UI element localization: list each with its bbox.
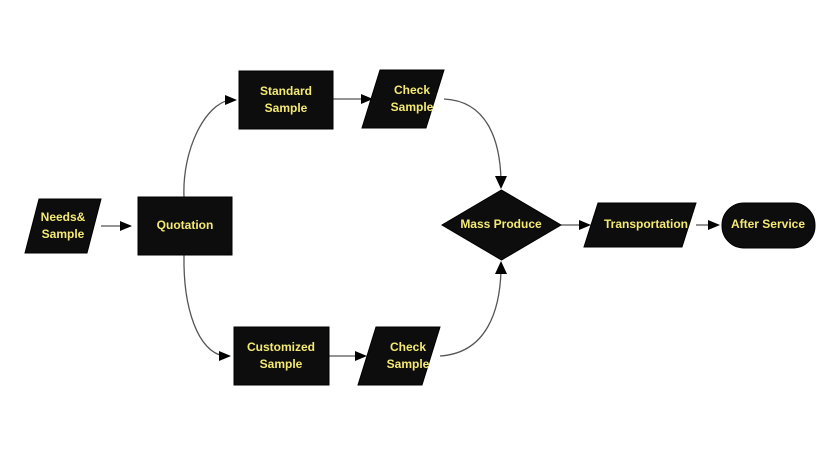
node-shape-diamond: [441, 189, 562, 261]
arrowhead-icon: [219, 351, 231, 361]
arrowhead-icon: [225, 95, 237, 105]
edge-path: [443, 98, 502, 181]
node-shape-parallelogram: [357, 326, 441, 386]
node-shape-parallelogram: [361, 69, 445, 129]
node-mass-produce[interactable]: Mass Produce: [441, 189, 562, 261]
edge-mass-produce-to-transport: [561, 220, 591, 230]
edge-check-top-to-mass-produce: [443, 98, 507, 189]
edge-quotation-to-customized: [183, 254, 231, 361]
arrowhead-icon: [495, 261, 507, 274]
node-shape-rectangle: [233, 326, 330, 386]
node-shape-rectangle: [137, 196, 233, 256]
node-shape-parallelogram: [583, 202, 697, 248]
arrowhead-icon: [579, 220, 591, 230]
node-needs-sample[interactable]: Needs&Sample: [24, 198, 102, 254]
node-shape-parallelogram: [24, 198, 102, 254]
edge-quotation-to-standard: [183, 95, 237, 198]
arrowhead-icon: [120, 221, 132, 231]
edge-transport-to-after-service: [696, 220, 720, 230]
arrowhead-icon: [361, 94, 373, 104]
edge-needs-to-quotation: [101, 221, 132, 231]
nodes-layer: Needs&SampleQuotationStandardSampleCheck…: [24, 69, 816, 386]
edge-path: [439, 269, 502, 357]
node-transportation[interactable]: Transportation: [583, 202, 697, 248]
edge-check-bottom-to-mass-produce: [439, 261, 507, 357]
edges-layer: [101, 94, 720, 361]
node-after-service[interactable]: After Service: [721, 202, 816, 249]
edge-path: [183, 254, 225, 357]
arrowhead-icon: [708, 220, 720, 230]
node-shape-rectangle: [238, 70, 334, 130]
edge-customized-to-check-bottom: [329, 351, 367, 361]
arrowhead-icon: [355, 351, 367, 361]
edge-standard-to-check-top: [333, 94, 373, 104]
node-shape-rounded-rectangle: [721, 202, 816, 249]
node-quotation[interactable]: Quotation: [137, 196, 233, 256]
arrowhead-icon: [495, 176, 507, 189]
edge-path: [183, 99, 231, 198]
